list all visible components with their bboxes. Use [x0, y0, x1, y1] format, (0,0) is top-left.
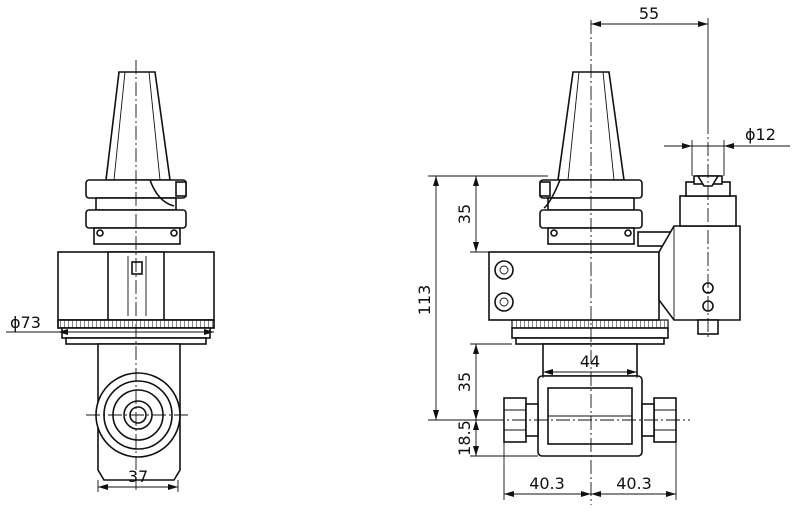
dim-side-diameter: ϕ12 [745, 125, 776, 144]
dim-side-height-top: 35 [455, 204, 474, 224]
dim-side-width-mid: 44 [580, 352, 600, 371]
dim-side-height-bottom: 35 [455, 372, 474, 392]
dim-side-height-small: 18.5 [455, 420, 474, 456]
front-view: 37 ϕ73 [6, 60, 215, 492]
dim-side-height-total: 113 [415, 285, 434, 316]
dim-front-diameter: ϕ73 [10, 313, 41, 332]
dim-front-width: 37 [128, 467, 148, 486]
dim-side-offset: 55 [639, 4, 659, 23]
dim-side-width-left: 40.3 [529, 474, 565, 493]
dim-side-width-right: 40.3 [616, 474, 652, 493]
side-view: 55 ϕ12 113 35 35 18.5 [415, 4, 790, 505]
